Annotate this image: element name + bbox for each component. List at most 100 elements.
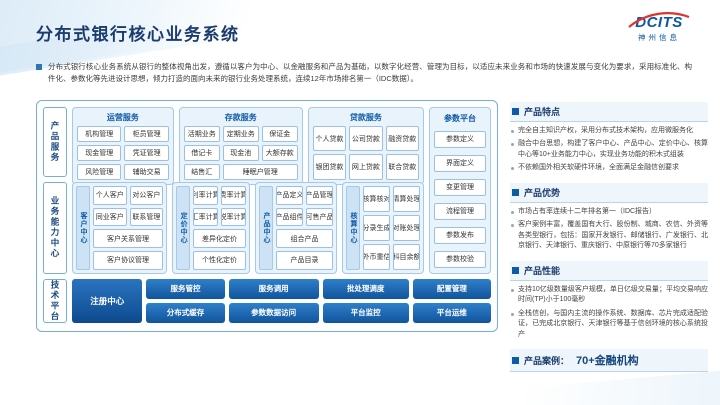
section-header: 产品优势 <box>510 182 708 203</box>
module-box: 客户关系管理 <box>93 229 164 248</box>
module-box: 睡眠户管理 <box>222 163 298 180</box>
module-box: 利率计算 <box>193 185 219 205</box>
module-box: 对账处理 <box>393 214 420 241</box>
accounting-items: 核算核对 清算处理 分录生成 对账处理 外币重估 科目余额 <box>363 185 420 270</box>
module-box: 现金管理 <box>77 144 122 161</box>
module-box: 税率计算 <box>221 207 246 227</box>
tech-module-box: 服务管控 <box>146 278 225 299</box>
tech-module-box: 参数数据访问 <box>228 302 319 323</box>
module-box: 产品定义 <box>276 185 303 205</box>
sidebar-section-cases: 产品案例： 70+金融机构 <box>510 349 708 373</box>
list-item: 市场占有率连续十二年排名第一（IDC报告） <box>510 207 708 218</box>
module-box: 清算处理 <box>393 185 420 212</box>
section-title: 产品特点 <box>524 106 561 117</box>
product-center-group: 产品中心 产品定义 产品管理 产品组件 可售产品 组合产品 产品目录 <box>255 181 337 274</box>
info-sidebar: 产品特点 完全自主知识产权，采用分布式技术架构，应用微服务化 融合中台思想，构建… <box>510 100 708 382</box>
row-label-tech-platform: 技术平台 <box>43 278 67 323</box>
sidebar-section-advantages: 产品优势 市场占有率连续十二年排名第一（IDC报告） 客户案例丰富，覆盖国有大行… <box>510 182 708 252</box>
sidebar-section-performance: 产品性能 支持10亿级数量级客户规模，单日亿级交易量；平均交易响应时间(TP)小… <box>510 260 708 341</box>
module-box: 对公客户 <box>129 185 164 205</box>
tech-module-box: 平台监控 <box>322 302 409 323</box>
main-content: 产品服务 运营服务 机构管理 柜员管理 现金管理 凭证管理 风险管理 辅助交易 … <box>36 99 708 382</box>
header: 分布式银行核心业务系统 DCITS 神州信息 <box>0 0 720 45</box>
module-box: 科目余额 <box>393 243 420 270</box>
module-box: 个性化定价 <box>193 251 246 270</box>
list-item: 客户案例丰富，覆盖国有大行、股份制、城商、农信、外资等各类型银行，包括：国家开发… <box>510 220 708 252</box>
list-item: 完全自主知识产权，采用分布式技术架构，应用微服务化 <box>510 126 708 137</box>
intro-paragraph: 分布式银行核心业务系统从银行的整体视角出发，遵循以客户为中心、以金融服务和产品为… <box>36 61 692 86</box>
dcits-logo: DCITS 神州信息 <box>624 12 694 43</box>
operation-items: 机构管理 柜员管理 现金管理 凭证管理 风险管理 辅助交易 <box>77 125 169 180</box>
module-box: 差异化定价 <box>193 229 246 248</box>
group-title: 参数平台 <box>444 113 476 123</box>
list-item: 支持10亿级数量级客户规模，单日亿级交易量；平均交易响应时间(TP)小于100毫… <box>510 285 708 306</box>
loan-services-group: 贷款服务 个人贷款 公司贷款 融资贷款 银团贷款 网上贷款 联合贷款 <box>307 106 424 185</box>
architecture-diagram: 产品服务 运营服务 机构管理 柜员管理 现金管理 凭证管理 风险管理 辅助交易 … <box>36 99 498 332</box>
pricing-items: 利率计算 费率计算 汇率计算 税率计算 差异化定价 个性化定价 <box>193 185 246 270</box>
module-box: 融资贷款 <box>385 125 419 152</box>
tech-module-box: 分布式缓存 <box>146 302 225 323</box>
module-box: 个人客户 <box>93 185 127 205</box>
module-box: 辅助交易 <box>124 163 169 180</box>
module-box: 风险管理 <box>77 163 122 180</box>
module-box: 变更管理 <box>434 178 486 196</box>
bullet-square-icon <box>512 188 519 196</box>
section-header: 产品特点 <box>510 101 708 122</box>
section-title: 产品性能 <box>524 265 561 276</box>
module-box: 联合贷款 <box>385 154 419 180</box>
module-box: 产品目录 <box>276 251 333 270</box>
tech-module-box: 配置管理 <box>412 278 491 299</box>
module-box: 产品组件 <box>276 207 303 227</box>
module-box: 凭证管理 <box>124 144 169 161</box>
module-box: 定期业务 <box>222 125 259 142</box>
tech-platform-row: 注册中心 服务管控 服务调用 批处理调度 配置管理 分布式缓存 参数数据访问 平… <box>72 278 491 323</box>
module-box: 银团贷款 <box>312 154 347 180</box>
cases-value: 70+金融机构 <box>576 355 639 368</box>
module-box: 费率计算 <box>221 185 246 205</box>
row-label-capability-centers: 业务能力中心 <box>43 181 67 274</box>
module-box: 公司贷款 <box>349 125 383 152</box>
performance-list: 支持10亿级数量级客户规模，单日亿级交易量；平均交易响应时间(TP)小于100毫… <box>510 285 708 341</box>
bullet-square-icon <box>512 266 519 274</box>
bullet-square-icon <box>512 356 519 364</box>
product-services-row: 运营服务 机构管理 柜员管理 现金管理 凭证管理 风险管理 辅助交易 存款服务 … <box>72 106 424 185</box>
module-box: 网上贷款 <box>349 154 383 180</box>
tech-module-box: 批处理调度 <box>322 278 409 299</box>
bullet-square-icon <box>512 107 519 115</box>
center-label: 核算中心 <box>346 185 360 270</box>
deposit-services-group: 存款服务 活期业务 定期业务 保证金 借记卡 现金池 大额存款 结售汇 睡眠户管… <box>178 106 303 185</box>
row-label-product-services: 产品服务 <box>43 106 67 177</box>
module-box: 流程管理 <box>434 202 486 220</box>
customer-center-group: 客户中心 个人客户 对公客户 同业客户 联系管理 客户关系管理 客户协议管理 <box>72 181 168 274</box>
module-box: 界面定义 <box>434 154 486 172</box>
logo-brand-text: DCITS <box>635 14 683 31</box>
module-box: 现金池 <box>222 144 259 161</box>
module-box: 同业客户 <box>93 207 127 227</box>
section-header: 产品性能 <box>510 260 708 281</box>
section-title: 产品优势 <box>524 187 561 198</box>
tech-module-box: 平台运维 <box>412 302 491 323</box>
center-label: 定价中心 <box>176 185 191 270</box>
sidebar-section-features: 产品特点 完全自主知识产权，采用分布式技术架构，应用微服务化 融合中台思想，构建… <box>510 101 708 174</box>
module-box: 机构管理 <box>77 125 122 142</box>
list-item: 融合中台思想，构建了客户中心、产品中心、定价中心、核算中心等10+业务能力中心，… <box>510 139 708 160</box>
section-header: 产品案例： 70+金融机构 <box>510 349 708 373</box>
module-box: 参数发布 <box>434 226 486 244</box>
page-title: 分布式银行核心业务系统 <box>36 25 240 44</box>
center-label: 客户中心 <box>76 185 90 270</box>
pricing-center-group: 定价中心 利率计算 费率计算 汇率计算 税率计算 差异化定价 个性化定价 <box>172 181 250 274</box>
module-box: 外币重估 <box>363 243 390 270</box>
module-box: 个人贷款 <box>312 125 347 152</box>
module-box: 结售汇 <box>183 163 220 180</box>
module-box: 参数定义 <box>434 130 486 148</box>
module-box: 汇率计算 <box>193 207 219 227</box>
customer-items: 个人客户 对公客户 同业客户 联系管理 客户关系管理 客户协议管理 <box>93 185 164 270</box>
intro-text: 分布式银行核心业务系统从银行的整体视角出发，遵循以客户为中心、以金融服务和产品为… <box>48 62 692 84</box>
list-item: 全栈信创，与国内主流的操作系统、数据库、芯片完成适配验证，已完成北京银行、天津银… <box>510 309 708 341</box>
logo-swoosh-icon <box>628 12 690 28</box>
deposit-items: 活期业务 定期业务 保证金 借记卡 现金池 大额存款 结售汇 睡眠户管理 <box>183 125 298 180</box>
product-items: 产品定义 产品管理 产品组件 可售产品 组合产品 产品目录 <box>276 185 333 270</box>
operation-services-group: 运营服务 机构管理 柜员管理 现金管理 凭证管理 风险管理 辅助交易 <box>72 106 174 185</box>
parameter-platform-column: 参数平台 参数定义 界面定义 变更管理 流程管理 参数发布 参数校验 <box>429 106 491 274</box>
